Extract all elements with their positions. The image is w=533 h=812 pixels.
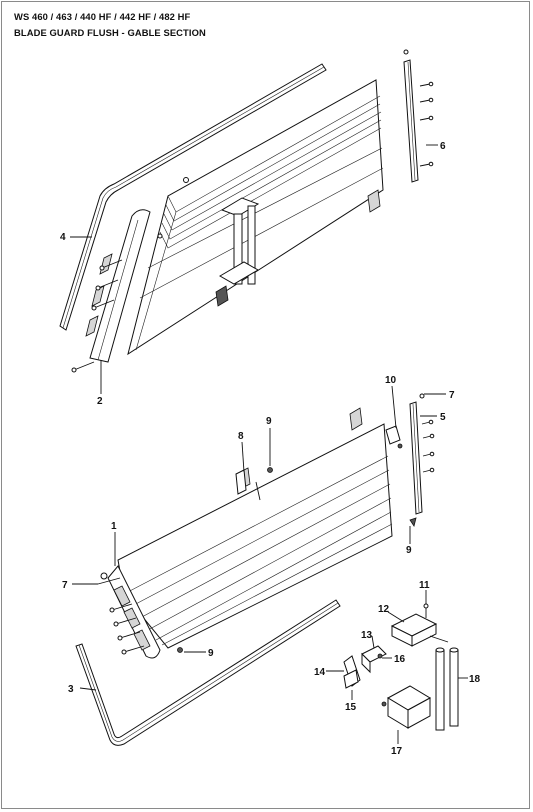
callout-8: 8 <box>238 431 244 442</box>
callout-11: 11 <box>419 580 430 591</box>
bracket-5 <box>409 393 435 527</box>
end-cap-1 <box>100 565 161 659</box>
upper-screws <box>71 233 163 373</box>
edge-strip-4 <box>59 63 327 331</box>
callout-15: 15 <box>345 702 357 713</box>
callout-14: 14 <box>314 667 326 678</box>
lower-screws <box>97 467 273 655</box>
callout-4: 4 <box>60 232 66 243</box>
callout-18: 18 <box>469 674 481 685</box>
clip-10 <box>385 425 403 449</box>
model-list-title: WS 460 / 463 / 440 HF / 442 HF / 482 HF <box>14 11 191 22</box>
callout-16: 16 <box>394 654 406 665</box>
edge-strip-3 <box>75 599 341 746</box>
callout-1: 1 <box>111 521 117 532</box>
lever-14 <box>343 655 361 689</box>
rods-18 <box>429 635 459 731</box>
callout-7-left: 7 <box>62 580 68 591</box>
callout-3: 3 <box>68 684 74 695</box>
hinge-body-17 <box>381 685 432 729</box>
callout-6: 6 <box>440 141 446 152</box>
callout-labels: 4 6 2 10 7 5 9 8 9 1 7 9 11 12 13 16 14 … <box>60 141 481 757</box>
section-title: BLADE GUARD FLUSH - GABLE SECTION <box>14 27 206 38</box>
callout-9-bracket: 9 <box>406 545 412 556</box>
callout-12: 12 <box>378 604 390 615</box>
callout-13: 13 <box>361 630 373 641</box>
bracket-8 <box>235 469 261 501</box>
callout-2: 2 <box>97 396 103 407</box>
leader-lines <box>70 144 468 744</box>
bracket-6 <box>403 49 434 183</box>
hinge-plate-12 <box>390 603 438 647</box>
callout-7-top: 7 <box>449 390 455 401</box>
callout-10: 10 <box>385 375 397 386</box>
callout-9-panel: 9 <box>266 416 272 427</box>
callout-9-bottom: 9 <box>208 648 214 659</box>
callout-5: 5 <box>440 412 446 423</box>
lower-guard-panel <box>117 407 393 649</box>
upper-hinge <box>183 177 260 307</box>
callout-17: 17 <box>391 746 403 757</box>
hinge-plate-16 <box>361 645 387 674</box>
